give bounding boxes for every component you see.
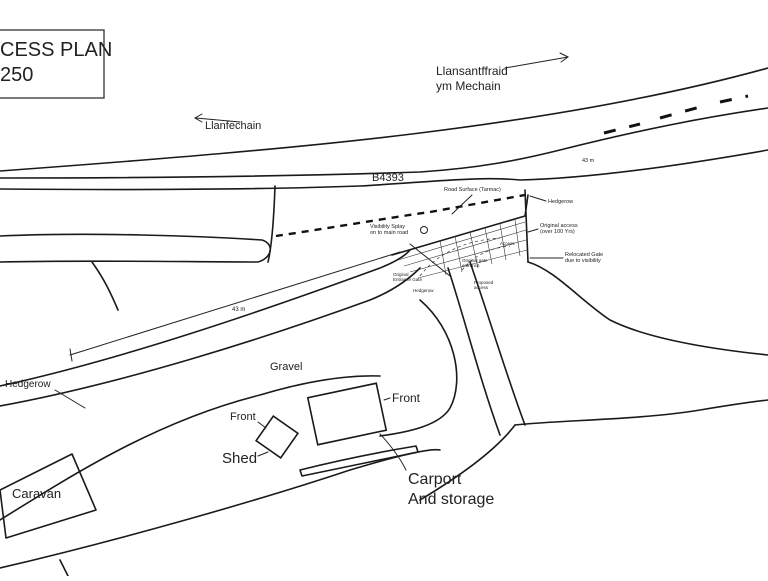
splay-marker: [420, 226, 428, 234]
original-gate-label: Original gate: [462, 258, 488, 263]
carport-label: Carport: [408, 471, 462, 488]
visibility-splay-line: [275, 210, 431, 238]
east-arrow-icon: [504, 56, 569, 69]
shed-front-leader: [257, 421, 267, 429]
access-label: Access: [500, 241, 515, 246]
caravan: Caravan: [0, 453, 97, 539]
driveway-west-edge: [447, 267, 501, 436]
original-entrance-label: Original: [393, 272, 409, 277]
shed-leader: [257, 451, 269, 457]
original-access-label-2: (over 100 Yrs): [540, 229, 575, 235]
hedgerow-right-leader: [529, 195, 547, 202]
east-arrowhead-icon: [559, 52, 569, 63]
road-surface-leader: [451, 194, 473, 215]
direction-west: Llanfechain: [193, 113, 261, 132]
dimension-label-43m: 43 m: [232, 307, 245, 313]
road-surface-label: Road Surface (Tarmac): [444, 187, 501, 193]
entrance-detail: Road Surface (Tarmac) Hedgerow Original …: [391, 158, 603, 293]
plot-north-boundary: [0, 375, 381, 521]
plot-south-boundary-east: [514, 399, 768, 426]
title-box: CESS PLAN 250: [0, 29, 112, 99]
verge-spur: [91, 261, 119, 311]
original-entrance-label-2: Entrance Gate: [393, 277, 423, 282]
plot-south-boundary: [0, 448, 441, 569]
visibility-splay-line-east: [429, 193, 526, 214]
visibility-splay-label-2: on to main road: [370, 230, 408, 236]
road-centre-markings: [603, 94, 749, 135]
original-access-leader: [527, 228, 539, 233]
hedgerow-right-label: Hedgerow: [548, 199, 573, 205]
access-lane: 43 m: [0, 249, 421, 407]
verge-line: [267, 185, 276, 263]
dimension-tick-left: [69, 348, 73, 362]
fence-strip: [299, 445, 419, 477]
direction-east: Llansantffraid ym Mechain: [436, 52, 569, 93]
verge-island: [0, 233, 271, 263]
gravel-area-edge: [379, 299, 458, 437]
carport: Front Carport And storage: [306, 382, 494, 508]
gate-swing-2: [461, 245, 511, 271]
entrance-outline: [391, 194, 529, 256]
road-north-edge: [0, 67, 768, 172]
direction-west-label: Llanfechain: [205, 120, 261, 132]
relocated-gate-label-2: due to visibility: [565, 258, 601, 264]
lane-north-edge: [0, 249, 411, 387]
shed-label: Shed: [222, 450, 257, 467]
proposed-label-2: access: [474, 285, 489, 290]
road-name: B4393: [372, 172, 404, 184]
carport-front-leader: [383, 397, 391, 401]
caravan-outline: [0, 453, 97, 539]
verge-left: [0, 185, 276, 311]
carport-outline: [306, 382, 388, 446]
proposed-label: Proposed: [474, 280, 494, 285]
direction-east-label-2: ym Mechain: [436, 79, 501, 93]
hedge-boundary: [524, 189, 529, 263]
road-south-edge: [0, 149, 768, 191]
main-road: B4393: [0, 67, 768, 191]
driveway: [447, 261, 768, 436]
hedgerow-left-leader: [54, 389, 86, 409]
relocated-gate-label: Relocated Gate: [565, 252, 603, 258]
entrance-hatching: [397, 221, 528, 279]
entrance-hatching-cross: [439, 219, 521, 276]
entrance-kerb: [409, 243, 451, 277]
shed: Front Shed: [222, 411, 300, 467]
hedgerow-small-label: Hedgerow: [413, 288, 434, 293]
visibility-splay: Visibility Splay on to main road: [275, 193, 526, 238]
direction-east-label: Llansantffraid: [436, 64, 508, 78]
carport-leader: [379, 433, 407, 471]
gravel-label: Gravel: [270, 361, 302, 373]
dimension-line-43m: [69, 251, 401, 356]
west-arrowhead-icon: [193, 113, 203, 123]
shed-outline: [254, 414, 300, 460]
title-line-1: CESS PLAN: [0, 39, 112, 61]
driveway-east-edge: [469, 261, 526, 426]
hedgerow-left-label: Hedgerow: [5, 379, 51, 390]
original-access-label: Original access: [540, 223, 578, 229]
title-line-2: 250: [0, 64, 33, 86]
road-centre-edge: [0, 107, 768, 179]
plot-corner: [59, 559, 69, 577]
visibility-splay-label: Visibility Splay: [370, 224, 405, 230]
lane-south-edge: [0, 267, 421, 407]
carport-label-2: And storage: [408, 491, 494, 508]
dimension-top-label: 43 m: [582, 158, 595, 164]
field-curve-east: [527, 261, 768, 356]
west-arrow-icon: [195, 117, 241, 123]
plot-boundary-curve: [419, 424, 516, 501]
shed-front-label: Front: [230, 411, 256, 423]
carport-front-label: Front: [392, 391, 421, 405]
caravan-label: Caravan: [12, 486, 61, 501]
